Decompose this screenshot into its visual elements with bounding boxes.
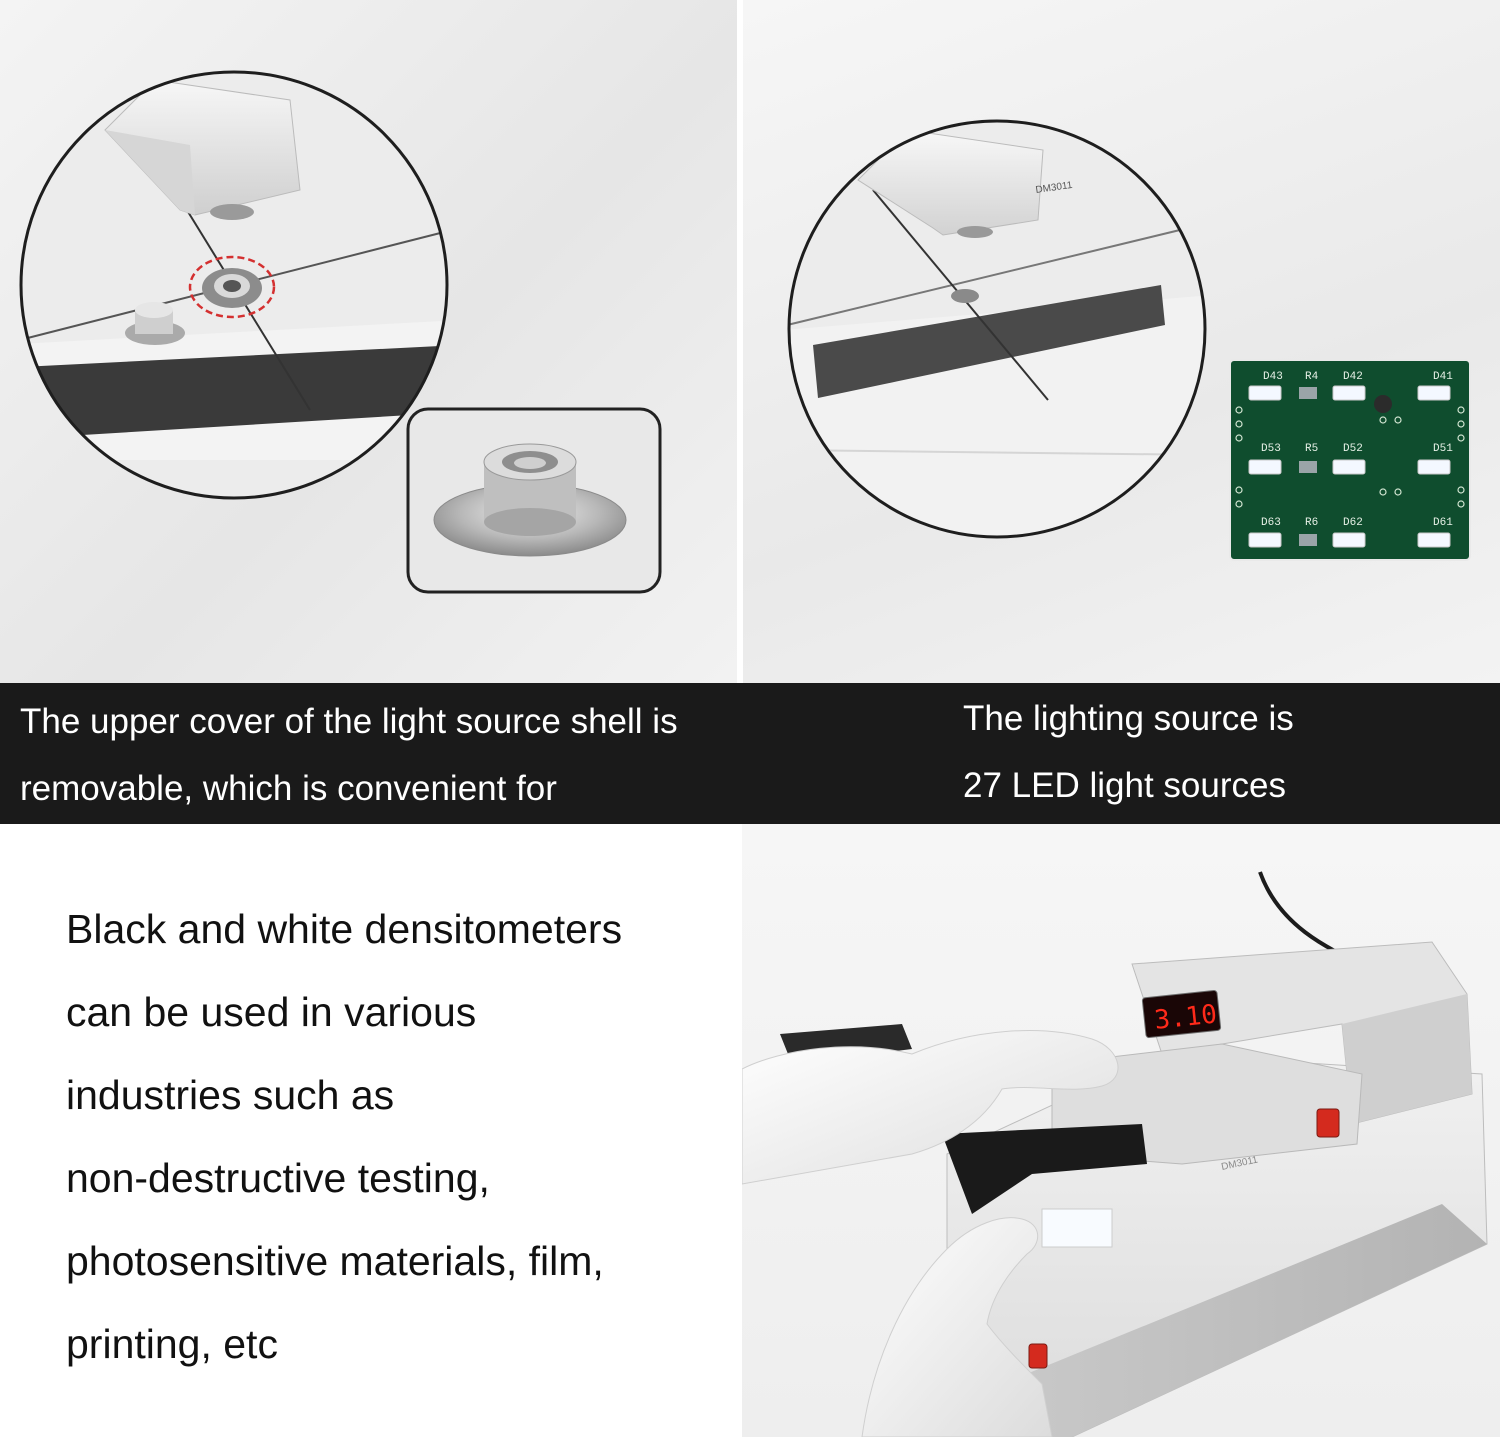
power-switch[interactable] [1028,1343,1048,1369]
led-pcb-board: D43 R4 D42 D41 D53 R5 D52 D51 D63 R6 D62… [1229,359,1471,561]
magnifier-rim-left [19,70,449,500]
caption-left-line2: removable, which is convenient for [20,769,557,808]
panel-divider [737,0,743,683]
inset-metal-aperture [406,407,662,594]
pcb-label-d42: D42 [1343,371,1363,383]
pcb-label-r6: R6 [1305,517,1318,529]
device-photo-panel: 3.10 DM3011 [742,824,1500,1437]
pcb-label-d62: D62 [1343,517,1363,529]
display-reading: 3.10 [1153,999,1218,1035]
shell-closeup-illustration [19,70,662,594]
pcb-label-d61: D61 [1433,517,1453,529]
description-panel: Black and white densitometers can be use… [0,824,742,1437]
description-line-4: non-destructive testing, [66,1155,490,1201]
top-right-photo-panel: DM3011 D43 R4 D42 D41 D53 R5 D52 D51 D63… [743,0,1500,683]
pcb-label-d63: D63 [1261,517,1281,529]
pcb-label-d52: D52 [1343,443,1363,455]
gloved-hand-upper [742,1030,1119,1185]
led-closeup-illustration: DM3011 D43 R4 D42 D41 D53 R5 D52 D51 D63… [787,119,1471,561]
pcb-label-d51: D51 [1433,443,1453,455]
magnifier-lens-right: DM3011 [789,121,1205,537]
densitometer-illustration: 3.10 DM3011 [742,871,1488,1437]
magnifier-lens-left [21,72,447,498]
pcb-label-r5: R5 [1305,443,1318,455]
pcb-label-d41: D41 [1433,371,1453,383]
description-line-1: Black and white densitometers [66,906,623,952]
description-line-6: printing, etc [66,1321,278,1367]
caption-left-line1: The upper cover of the light source shel… [20,702,678,741]
description-line-3: industries such as [66,1072,395,1118]
pcb-label-r4: R4 [1305,371,1319,383]
light-window [1041,1208,1113,1248]
caption-band: The upper cover of the light source shel… [0,683,1500,824]
film-strip-held [942,1124,1147,1214]
pcb-label-d43: D43 [1263,371,1283,383]
top-left-photo-panel [0,0,737,683]
caption-right-line1: The lighting source is [963,699,1294,738]
magnifier-rim-right [787,119,1207,539]
highlight-circle [188,255,276,319]
gloved-hand-lower [861,1217,1053,1437]
caption-right-line2: 27 LED light sources [963,766,1286,805]
power-indicator-button[interactable] [1316,1108,1340,1138]
description-line-5: photosensitive materials, film, [66,1238,604,1284]
digital-display [1141,990,1222,1039]
model-label-lens: DM3011 [1035,180,1074,196]
pcb-label-d53: D53 [1261,443,1281,455]
description-line-2: can be used in various [66,989,477,1035]
